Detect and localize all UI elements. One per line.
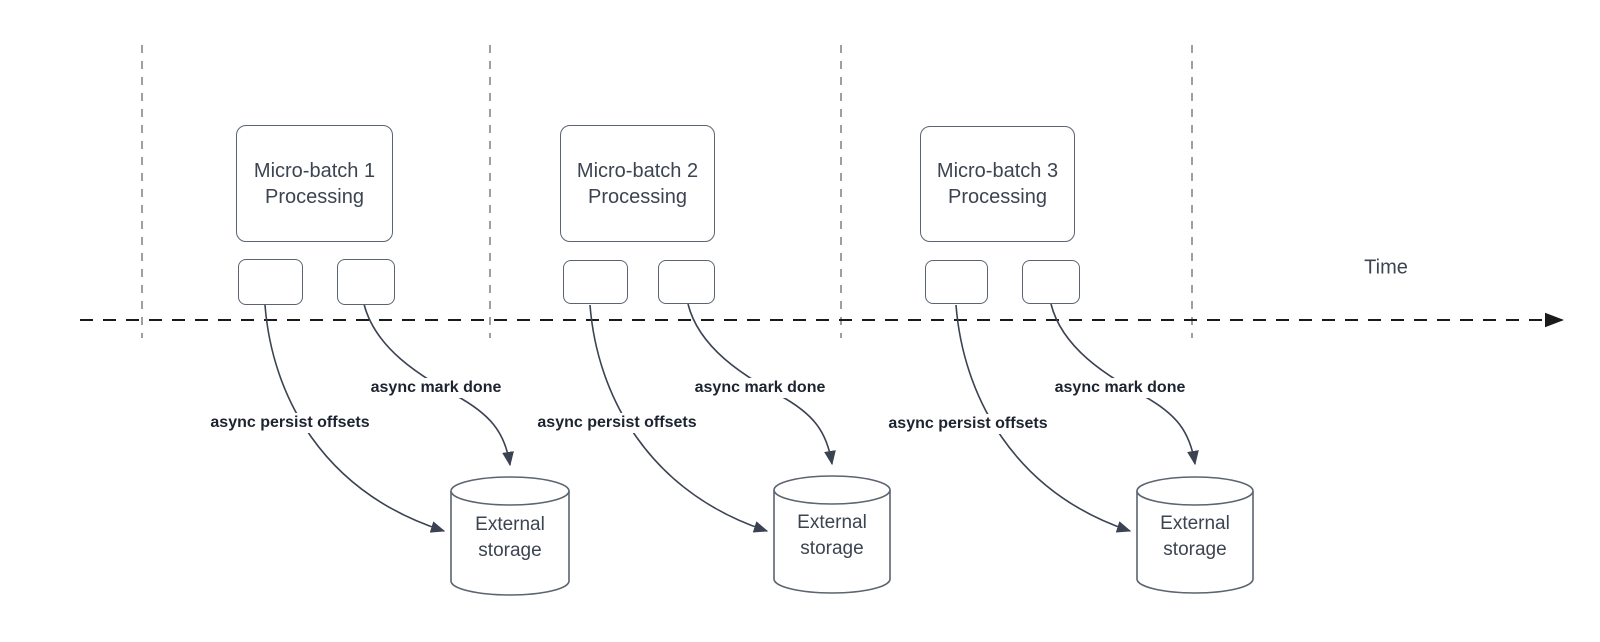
micro-batch-3-label: Micro-batch 3 Processing bbox=[936, 160, 1059, 208]
micro-batch-2-processing-box: Micro-batch 2 Processing bbox=[560, 125, 715, 242]
external-storage-cylinder-icon-1 bbox=[450, 476, 570, 596]
mark-done-label-2: async mark done bbox=[691, 378, 829, 398]
batch-boundary-guides bbox=[141, 45, 1193, 338]
offset-task-box-3 bbox=[925, 260, 988, 304]
mark-done-task-box-3 bbox=[1022, 260, 1080, 304]
micro-batch-3-processing-box: Micro-batch 3 Processing bbox=[920, 126, 1075, 242]
offset-task-box-1 bbox=[238, 259, 303, 305]
external-storage-cylinder-icon-2 bbox=[773, 475, 891, 594]
micro-batch-1-processing-box: Micro-batch 1 Processing bbox=[236, 125, 393, 242]
persist-offsets-label-2: async persist offsets bbox=[534, 413, 700, 433]
offset-task-box-2 bbox=[563, 260, 628, 304]
time-axis-label: Time bbox=[1364, 256, 1408, 279]
mark-done-task-box-1 bbox=[337, 259, 395, 305]
micro-batch-2-label: Micro-batch 2 Processing bbox=[576, 159, 699, 208]
persist-offsets-arrow-1 bbox=[264, 304, 446, 533]
mark-done-label-1: async mark done bbox=[367, 378, 505, 398]
micro-batch-1-label: Micro-batch 1 Processing bbox=[253, 159, 376, 208]
persist-offsets-label-3: async persist offsets bbox=[885, 414, 1051, 434]
persist-offsets-arrow-3 bbox=[955, 304, 1132, 533]
mark-done-label-3: async mark done bbox=[1051, 378, 1189, 398]
persist-offsets-label-1: async persist offsets bbox=[207, 413, 373, 433]
persist-offsets-arrow-2 bbox=[589, 304, 769, 533]
mark-done-task-box-2 bbox=[658, 260, 715, 304]
external-storage-cylinder-icon-3 bbox=[1136, 476, 1254, 594]
